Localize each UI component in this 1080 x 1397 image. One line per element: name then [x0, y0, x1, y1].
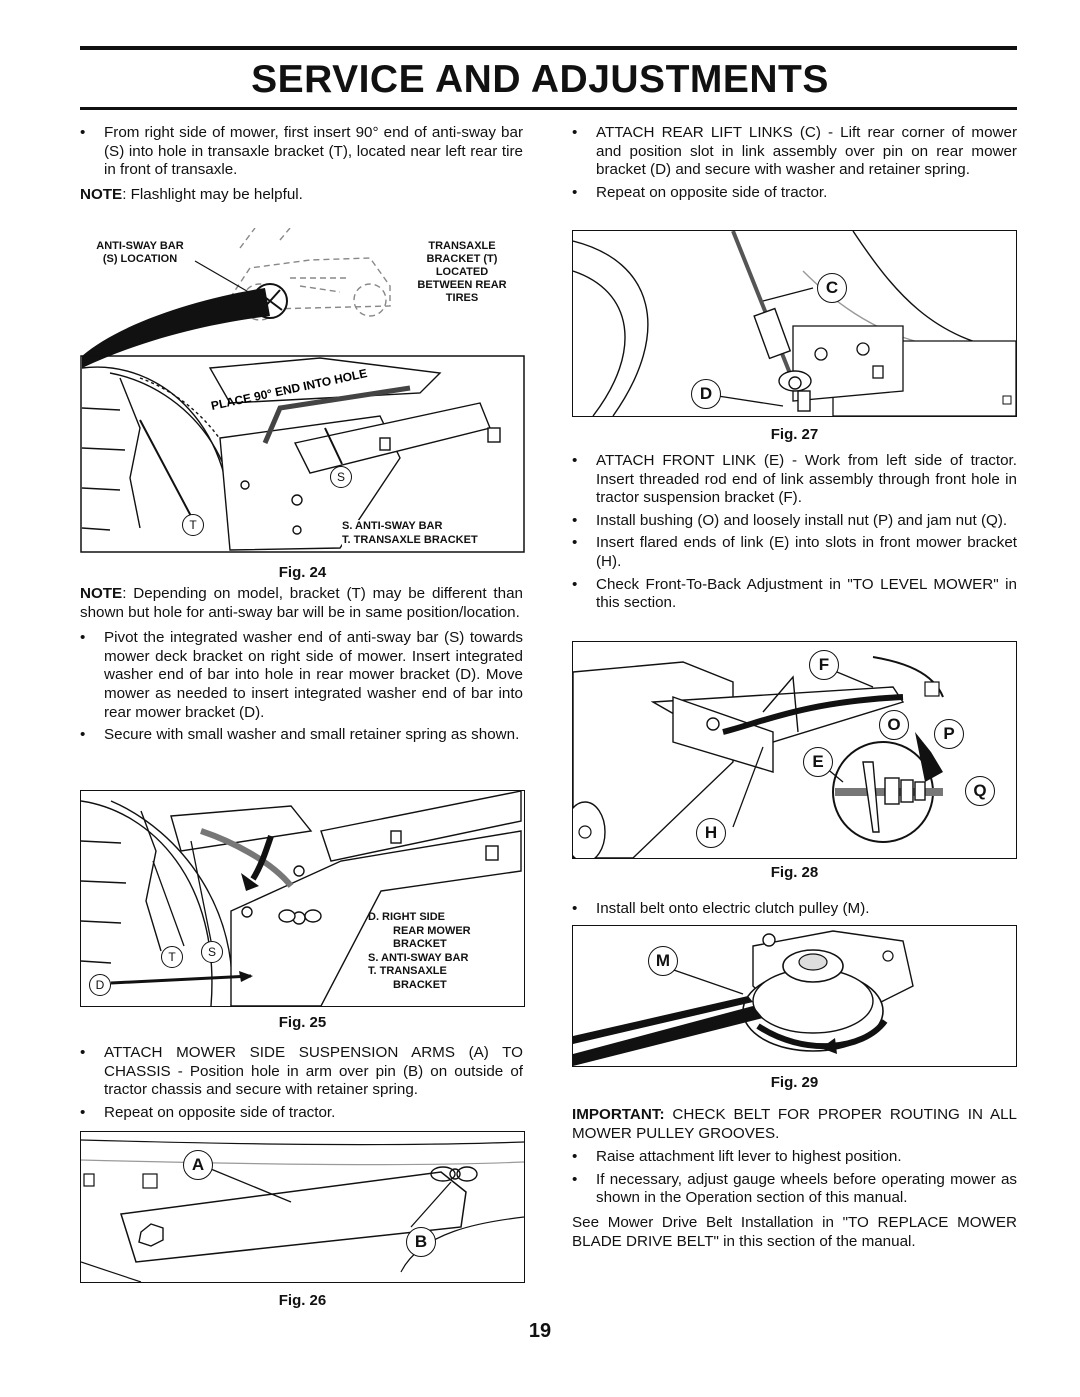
callout-d: D	[691, 379, 721, 409]
page-title: SERVICE AND ADJUSTMENTS	[251, 58, 829, 101]
bullet-repeat-right: Repeat on opposite side of tractor.	[572, 184, 1017, 203]
fig-24-legend: S. ANTI-SWAY BAR T. TRANSAXLE BRACKET	[342, 520, 478, 547]
callout-e: E	[803, 747, 833, 777]
important-note: IMPORTANT: CHECK BELT FOR PROPER ROUTING…	[572, 1106, 1017, 1142]
bullet-secure: Secure with small washer and small retai…	[80, 726, 523, 745]
callout-s: S	[330, 466, 352, 488]
anti-sway-location-label: ANTI-SWAY BAR (S) LOCATION	[96, 240, 184, 265]
callout-d: D	[89, 974, 111, 996]
fig-24: PLACE 90° END INTO HOLE ANTI-SWAY BAR (S…	[80, 228, 525, 553]
callout-c: C	[817, 273, 847, 303]
fig-27-drawing	[573, 231, 1016, 416]
page-number: 19	[528, 1320, 552, 1342]
fig-25-caption: Fig. 25	[278, 1014, 327, 1031]
right-text-2: ATTACH FRONT LINK (E) - Work from left s…	[572, 452, 1017, 613]
fig-24-drawing: PLACE 90° END INTO HOLE	[80, 228, 525, 553]
callout-f: F	[809, 650, 839, 680]
fig-29-drawing	[573, 930, 914, 1066]
bullet-front-link: ATTACH FRONT LINK (E) - Work from left s…	[572, 452, 1017, 508]
bullet-check-adjust: Check Front-To-Back Adjustment in "TO LE…	[572, 576, 1017, 613]
callout-t: T	[161, 946, 183, 968]
bullet-bushing: Install bushing (O) and loosely install …	[572, 512, 1017, 531]
bullet-pivot: Pivot the integrated washer end of anti-…	[80, 629, 523, 722]
callout-q: Q	[965, 776, 995, 806]
fig-24-caption: Fig. 24	[278, 564, 327, 581]
bullet-attach-arms: ATTACH MOWER SIDE SUSPENSION ARMS (A) TO…	[80, 1044, 523, 1100]
bullet-rear-links: ATTACH REAR LIFT LINKS (C) - Lift rear c…	[572, 124, 1017, 180]
bullet-insert-bar: From right side of mower, first insert 9…	[80, 124, 523, 180]
callout-m: M	[648, 946, 678, 976]
bullet-install-belt: Install belt onto electric clutch pulley…	[572, 900, 1017, 919]
callout-h: H	[696, 818, 726, 848]
left-text-1: From right side of mower, first insert 9…	[80, 124, 523, 204]
right-text-1: ATTACH REAR LIFT LINKS (C) - Lift rear c…	[572, 124, 1017, 202]
fig-28-drawing	[573, 656, 944, 858]
fig-28-caption: Fig. 28	[770, 864, 819, 881]
fig-28: F O P E Q H	[572, 641, 1017, 859]
fig-26-caption: Fig. 26	[278, 1292, 327, 1309]
bullet-raise-lever: Raise attachment lift lever to highest p…	[572, 1148, 1017, 1167]
callout-b: B	[406, 1227, 436, 1257]
callout-t: T	[182, 514, 204, 536]
right-text-3: Install belt onto electric clutch pulley…	[572, 900, 1017, 919]
fig-27: C D	[572, 230, 1017, 417]
fig-27-caption: Fig. 27	[770, 426, 819, 443]
left-text-2: NOTE: Depending on model, bracket (T) ma…	[80, 585, 523, 745]
right-text-4: IMPORTANT: CHECK BELT FOR PROPER ROUTING…	[572, 1106, 1017, 1251]
fig-29: M	[572, 925, 1017, 1067]
fig-25: T S D D. RIGHT SIDE REAR MOWER BRACKET S…	[80, 790, 525, 1007]
fig-26: A B	[80, 1131, 525, 1283]
transaxle-location-label: TRANSAXLE BRACKET (T) LOCATED BETWEEN RE…	[417, 240, 507, 304]
callout-p: P	[934, 719, 964, 749]
bullet-gauge-wheels: If necessary, adjust gauge wheels before…	[572, 1171, 1017, 1208]
fig-26-drawing	[81, 1139, 524, 1282]
left-text-3: ATTACH MOWER SIDE SUSPENSION ARMS (A) TO…	[80, 1044, 523, 1122]
see-belt-installation: See Mower Drive Belt Installation in "TO…	[572, 1213, 1017, 1250]
top-rule	[80, 46, 1017, 50]
note-bracket: NOTE: Depending on model, bracket (T) ma…	[80, 585, 523, 621]
callout-s: S	[201, 941, 223, 963]
note-flashlight: NOTE: Flashlight may be helpful.	[80, 185, 303, 203]
callout-a: A	[183, 1150, 213, 1180]
bullet-flared-ends: Insert flared ends of link (E) into slot…	[572, 534, 1017, 571]
fig-25-legend: D. RIGHT SIDE REAR MOWER BRACKET S. ANTI…	[368, 911, 471, 991]
callout-o: O	[879, 710, 909, 740]
title-rule	[80, 107, 1017, 110]
bullet-repeat-left: Repeat on opposite side of tractor.	[80, 1104, 523, 1123]
fig-29-caption: Fig. 29	[770, 1074, 819, 1091]
